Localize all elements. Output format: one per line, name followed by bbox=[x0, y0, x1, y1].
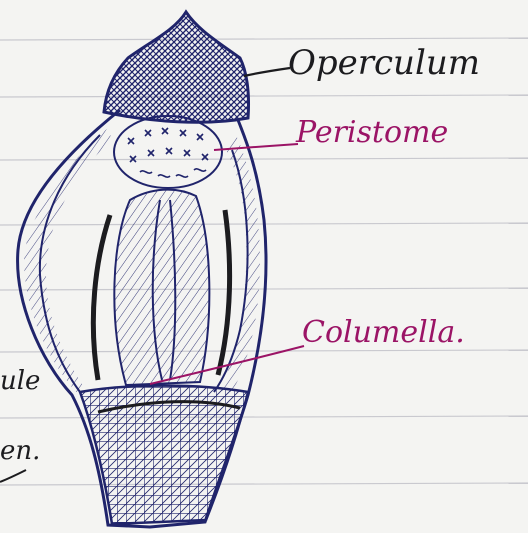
label-fragment-left-2: en. bbox=[0, 438, 40, 464]
spore-sac-right bbox=[218, 210, 230, 375]
label-columella: Columella. bbox=[302, 318, 465, 348]
columella-body bbox=[114, 190, 209, 385]
leader-operculum bbox=[244, 68, 290, 76]
label-peristome: Peristome bbox=[296, 118, 448, 148]
peristome-teeth-marks bbox=[128, 128, 208, 177]
notebook-rule-lines bbox=[0, 38, 528, 485]
operculum-cap bbox=[104, 12, 249, 122]
label-operculum: Operculum bbox=[288, 46, 480, 80]
wall-hatching-right bbox=[220, 135, 260, 392]
label-fragment-left-1: ule bbox=[0, 368, 40, 394]
spore-sac-left bbox=[93, 215, 110, 380]
leader-peristome bbox=[214, 144, 298, 150]
leader-fragment bbox=[0, 470, 26, 482]
